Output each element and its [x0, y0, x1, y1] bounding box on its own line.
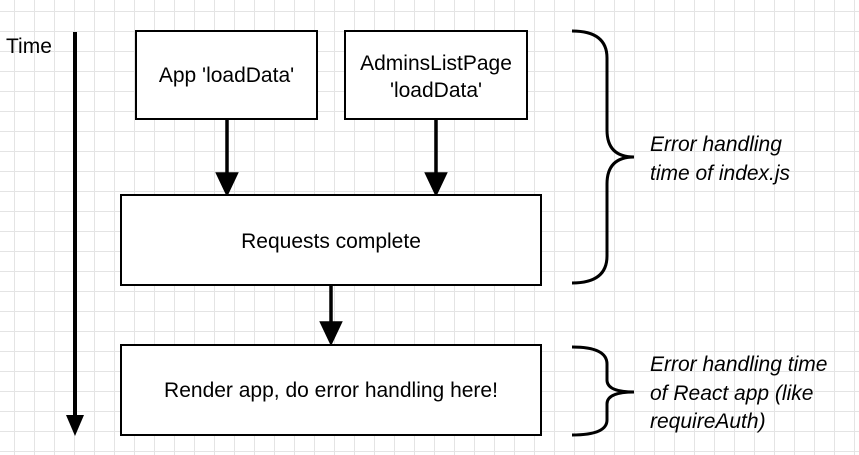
annotation-react-line2: of React app (like [650, 382, 813, 405]
time-axis-arrowhead [66, 415, 84, 436]
requests-complete-node: Requests complete [120, 194, 542, 286]
adminslistpage-label-line2: 'loadData' [390, 79, 482, 102]
adminslistpage-label-line1: AdminsListPage [360, 52, 512, 75]
app-loaddata-node: App 'loadData' [135, 30, 318, 120]
brace-react-app [571, 345, 635, 437]
time-axis-label: Time [6, 35, 52, 58]
render-app-node: Render app, do error handling here! [120, 344, 542, 436]
annotation-react-line3: requireAuth) [650, 410, 766, 433]
brace-index-js [571, 29, 635, 285]
render-app-label: Render app, do error handling here! [164, 379, 498, 402]
requests-complete-label: Requests complete [241, 230, 421, 253]
adminslistpage-loaddata-node: AdminsListPage 'loadData' [344, 30, 528, 120]
app-loaddata-label: App 'loadData' [159, 64, 294, 87]
arrow-admins-to-requests [424, 120, 448, 198]
annotation-react-line1: Error handling time [650, 353, 827, 376]
annotation-index-js-line2: time of index.js [650, 162, 791, 185]
annotation-index-js-line1: Error handling [650, 133, 782, 156]
arrow-requests-to-render [319, 286, 343, 347]
arrow-app-to-requests [215, 120, 239, 198]
